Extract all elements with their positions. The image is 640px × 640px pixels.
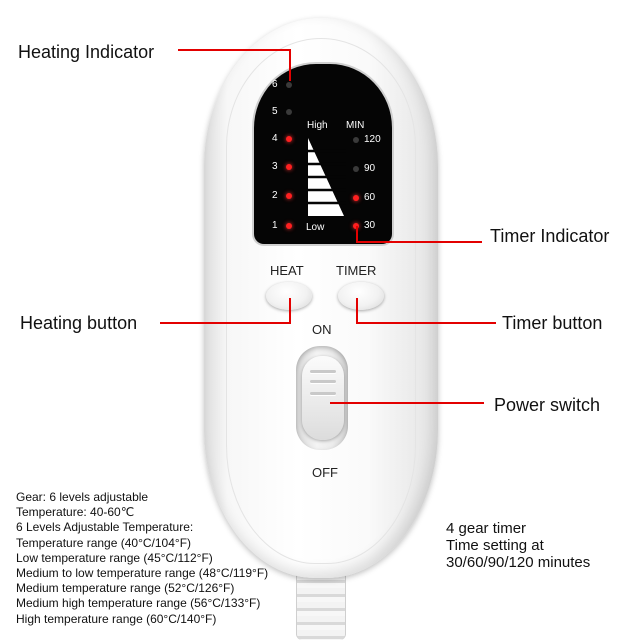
timer-indicator-callout: Timer Indicator	[490, 226, 610, 246]
low-label: Low	[306, 222, 325, 233]
heat-level-label: 1	[272, 220, 278, 231]
heat-level-led	[286, 82, 292, 88]
heat-level-label: 6	[272, 79, 278, 90]
heating-button-callout: Heating button	[20, 313, 138, 333]
timer-led	[353, 195, 359, 201]
heating-indicator-line	[178, 49, 290, 51]
switch-grip-groove	[310, 370, 336, 373]
heat-level-led	[286, 223, 292, 229]
timer-button-label: TIMER	[336, 263, 377, 278]
off-label: OFF	[312, 465, 338, 480]
timer-spec-list: 4 gear timer Time setting at 30/60/90/12…	[446, 520, 590, 571]
timer-label: 120	[364, 134, 381, 145]
timer-button[interactable]	[338, 282, 384, 310]
timer-button-line	[356, 322, 496, 324]
spec-line: Medium to low temperature range (48°C/11…	[16, 566, 269, 581]
heating-indicator-line	[289, 49, 291, 81]
controller-face-rim	[226, 38, 416, 564]
heating-indicator-callout: Heating Indicator	[18, 42, 155, 62]
switch-grip-groove	[310, 392, 336, 395]
heat-level-led	[286, 136, 292, 142]
timer-label: 90	[364, 163, 376, 174]
heat-button-label: HEAT	[270, 263, 304, 278]
temperature-spec-list: Gear: 6 levels adjustable Temperature: 4…	[16, 490, 268, 627]
timer-label: 30	[364, 220, 376, 231]
switch-grip-groove	[310, 380, 336, 383]
heat-level-label: 5	[272, 106, 278, 117]
power-switch[interactable]	[302, 356, 344, 440]
timer-led	[353, 166, 359, 172]
spec-line: Medium high temperature range (56°C/133°…	[16, 596, 261, 611]
spec-line: Temperature: 40-60℃	[16, 505, 135, 520]
heating-button-line	[160, 322, 290, 324]
spec-line: Medium temperature range (52°C/126°F)	[16, 581, 235, 596]
spec-line: Low temperature range (45°C/112°F)	[16, 550, 213, 565]
spec-line: Temperature range (40°C/104°F)	[16, 535, 192, 550]
heat-level-led	[286, 193, 292, 199]
heat-level-label: 4	[272, 133, 278, 144]
timer-spec-line: 30/60/90/120 minutes	[446, 554, 591, 571]
min-label: MIN	[346, 120, 365, 131]
high-label: High	[307, 120, 328, 131]
timer-spec-line: Time setting at	[446, 537, 544, 554]
spec-line: High temperature range (60°C/140°F)	[16, 611, 217, 626]
heating-button-line	[289, 298, 291, 324]
timer-led	[353, 137, 359, 143]
timer-spec-line: 4 gear timer	[446, 520, 527, 537]
timer-button-callout: Timer button	[502, 313, 603, 333]
power-switch-callout: Power switch	[494, 395, 601, 415]
spec-line: 6 Levels Adjustable Temperature:	[16, 520, 194, 535]
spec-line: Gear: 6 levels adjustable	[16, 490, 149, 504]
timer-button-line	[356, 298, 358, 324]
heat-level-label: 2	[272, 190, 278, 201]
on-label: ON	[312, 322, 332, 337]
power-switch-line	[330, 402, 484, 404]
heat-level-ramp-icon	[306, 138, 346, 216]
heat-level-label: 3	[272, 161, 278, 172]
timer-indicator-line	[356, 226, 358, 242]
heat-level-led	[286, 109, 292, 115]
heat-level-led	[286, 164, 292, 170]
timer-indicator-line	[356, 241, 482, 243]
timer-label: 60	[364, 192, 376, 203]
